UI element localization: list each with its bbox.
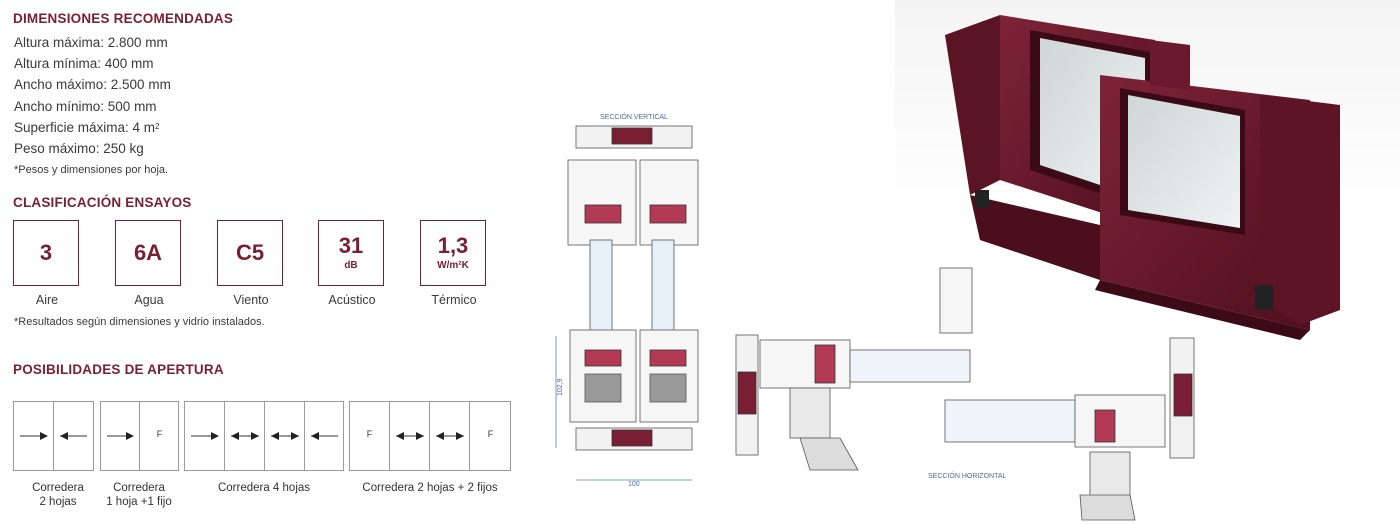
test-acoustic: 31 dB Acústico — [318, 220, 386, 307]
leaf-cell — [54, 402, 94, 470]
test-box: 3 — [13, 220, 79, 286]
leaf-cell — [265, 402, 305, 470]
test-value: 1,3 — [437, 233, 469, 258]
arrow-left-icon — [311, 432, 338, 440]
test-box: C5 — [217, 220, 283, 286]
dimension-item: Altura mínima: 400 mm — [14, 56, 154, 72]
window-render — [945, 15, 1340, 340]
leaf-cell — [430, 402, 470, 470]
opening-diagram-1-leaf-1-fixed: F — [100, 401, 179, 471]
double-arrow-icon — [271, 432, 299, 440]
double-arrow-icon — [231, 432, 259, 440]
area-superscript: 2 — [155, 121, 160, 131]
vertical-section — [555, 125, 699, 481]
arrow-right-icon — [107, 432, 134, 440]
fixed-cell: F — [140, 402, 179, 470]
test-label: Acústico — [328, 293, 376, 307]
opening-label: Corredera 2 hojas — [32, 482, 84, 508]
height-dimension: 102,9 — [557, 378, 564, 396]
leaf-cell — [305, 402, 344, 470]
opening-diagram-2-leaves — [13, 401, 94, 471]
fixed-mark: F — [366, 429, 373, 439]
technical-drawings: SECCIÓN VERTICAL 100 102,9 SECCIÓN HORIZ… — [555, 15, 1340, 521]
vertical-section-title: SECCIÓN VERTICAL — [600, 112, 668, 121]
test-value: C5 — [235, 240, 265, 265]
test-box: 6A — [115, 220, 181, 286]
test-label: Agua — [134, 293, 164, 307]
horizontal-section — [735, 267, 1195, 521]
test-value: 6A — [133, 240, 163, 265]
leaf-cell — [14, 402, 54, 470]
test-box: 31 dB — [318, 220, 384, 286]
test-value: 31 — [338, 233, 364, 258]
leaf-cell — [225, 402, 265, 470]
tests-note: *Resultados según dimensiones y vidrio i… — [14, 316, 265, 328]
test-label: Viento — [233, 293, 269, 307]
tests-title: CLASIFICACIÓN ENSAYOS — [13, 195, 192, 210]
width-dimension: 100 — [628, 481, 640, 488]
horizontal-section-title: SECCIÓN HORIZONTAL — [928, 471, 1007, 480]
dimensions-note: *Pesos y dimensiones por hoja. — [14, 164, 169, 176]
test-unit: dB — [344, 260, 358, 271]
fixed-cell: F — [470, 402, 511, 470]
dimension-item: Ancho mínimo: 500 mm — [14, 98, 157, 114]
arrow-left-icon — [60, 432, 87, 440]
opening-label: Corredera 2 hojas + 2 fijos — [362, 482, 498, 494]
dimension-item-text: Superficie máxima: 4 m — [14, 119, 156, 135]
opening-label: Corredera 1 hoja +1 fijo — [106, 482, 172, 508]
dimension-item: Ancho máximo: 2.500 mm — [14, 77, 171, 93]
dimension-item: Altura máxima: 2.800 mm — [14, 35, 168, 50]
test-air: 3 Aire — [13, 220, 81, 307]
fixed-cell: F — [350, 402, 390, 470]
opening-label: Corredera 4 hojas — [217, 482, 311, 494]
dimensions-list: Altura máxima: 2.800 mm Altura mínima: 4… — [14, 32, 171, 159]
dimension-item: Peso máximo: 250 kg — [14, 141, 144, 157]
openings-title: POSIBILIDADES DE APERTURA — [13, 362, 224, 377]
fixed-mark: F — [487, 429, 494, 439]
test-wind: C5 Viento — [217, 220, 285, 307]
opening-diagram-2-leaves-2-fixed: F F — [349, 401, 511, 471]
double-arrow-icon — [396, 432, 424, 440]
dimensions-title: DIMENSIONES RECOMENDADAS — [13, 11, 234, 26]
test-label: Aire — [35, 293, 59, 307]
leaf-cell — [101, 402, 140, 470]
arrow-right-icon — [20, 432, 48, 440]
leaf-cell — [185, 402, 225, 470]
arrow-right-icon — [191, 432, 219, 440]
fixed-mark: F — [156, 429, 163, 439]
test-unit: W/m²K — [437, 260, 469, 271]
leaf-cell — [390, 402, 430, 470]
test-water: 6A Agua — [115, 220, 183, 307]
opening-diagram-4-leaves — [184, 401, 344, 471]
dimension-item: Superficie máxima: 4 m2 — [14, 117, 171, 138]
test-label: Térmico — [431, 293, 477, 307]
test-value: 3 — [39, 240, 53, 265]
double-arrow-icon — [436, 432, 464, 440]
